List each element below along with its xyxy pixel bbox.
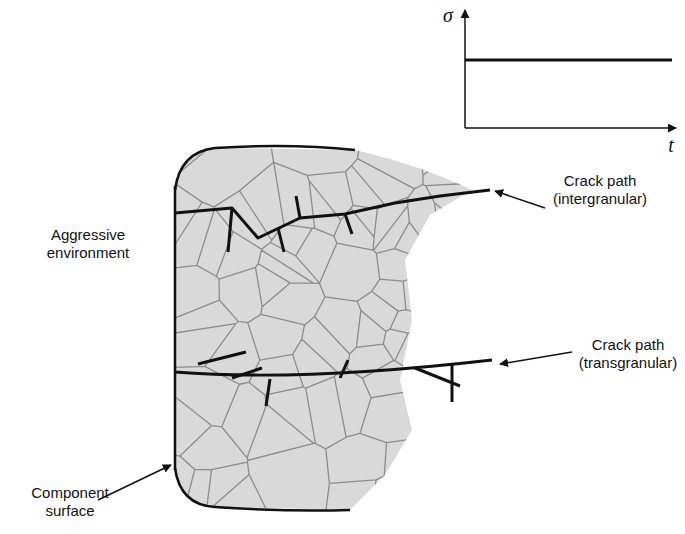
crack-branch bbox=[266, 379, 270, 406]
crack-branch bbox=[228, 208, 232, 252]
crack-branch bbox=[340, 360, 348, 378]
crack-branch bbox=[296, 196, 300, 218]
axis bbox=[464, 10, 466, 128]
crack-main bbox=[175, 360, 492, 375]
leader-arrow bbox=[495, 191, 545, 208]
callout-label: Component surface bbox=[20, 484, 120, 520]
bottom-boundary bbox=[175, 468, 350, 511]
intergranular-crack bbox=[175, 190, 490, 252]
axis-label: σ bbox=[436, 4, 460, 26]
axis bbox=[465, 127, 676, 129]
leader-arrow bbox=[500, 352, 572, 364]
material-region bbox=[175, 148, 472, 510]
constant-stress-line bbox=[465, 59, 672, 62]
crack-main bbox=[175, 190, 490, 238]
crack-branch bbox=[198, 352, 246, 364]
transgranular-crack bbox=[175, 352, 492, 406]
component-surface-line bbox=[174, 186, 177, 470]
crack-branch bbox=[278, 228, 284, 252]
axis-label: t bbox=[662, 134, 680, 156]
grain-network bbox=[160, 130, 490, 525]
callout-label: Crack path (intergranular) bbox=[544, 172, 656, 208]
leader-arrow bbox=[98, 465, 171, 500]
crack-branch bbox=[232, 368, 262, 378]
callout-label: Crack path (transgranular) bbox=[572, 336, 684, 372]
grain-boundaries bbox=[160, 130, 490, 525]
crack-branch bbox=[451, 365, 454, 402]
stress-time-inset bbox=[465, 10, 676, 128]
leaders bbox=[98, 191, 572, 500]
top-boundary bbox=[175, 146, 355, 190]
region-label: Aggressive environment bbox=[28, 226, 148, 262]
crack-branch bbox=[345, 214, 352, 234]
